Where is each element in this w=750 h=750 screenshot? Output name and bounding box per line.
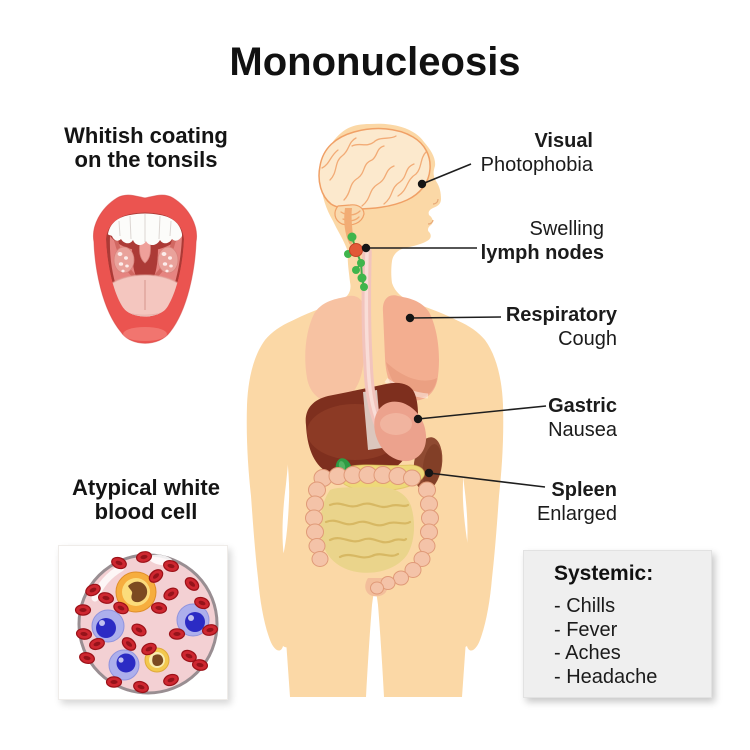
tonsils-caption-line2: on the tonsils <box>74 147 218 172</box>
label-lymph-symptom: Swelling <box>529 218 604 240</box>
stomach-illustration <box>374 401 427 462</box>
page-title: Mononucleosis <box>229 40 521 84</box>
tonsil-left <box>113 246 135 274</box>
label-visual-symptom: Photophobia <box>480 154 593 176</box>
systemic-panel: Systemic: - Chills - Fever - Aches - Hea… <box>523 550 712 698</box>
right-arm <box>420 310 504 651</box>
left-lung <box>305 295 365 402</box>
wbc-blue-bottom <box>108 649 140 681</box>
spleen-shadow <box>422 444 442 488</box>
connector-lines <box>361 163 547 488</box>
rbc-centers <box>79 554 214 690</box>
esophagus-highlight <box>364 250 381 427</box>
stomach-highlight <box>380 413 412 435</box>
lymph-nodes-illustration <box>344 232 368 291</box>
blood-cell-caption-line2: blood cell <box>94 499 198 524</box>
wbc-blue-right <box>176 603 210 637</box>
label-gastric-title: Gastric <box>548 395 617 417</box>
label-lymph-nodes: Swelling lymph nodes <box>481 217 604 265</box>
systemic-item-headache: - Headache <box>554 665 658 688</box>
nose-shading <box>432 198 439 205</box>
mouth-illustration <box>92 194 198 344</box>
tonsils-caption: Whitish coating on the tonsils <box>26 124 266 172</box>
plasma-highlight-arc <box>91 564 125 602</box>
blood-cell-illustration <box>74 551 219 695</box>
tonsils-caption-line1: Whitish coating <box>64 123 228 148</box>
uvula <box>139 239 151 264</box>
label-spleen: Spleen Enlarged <box>537 478 617 526</box>
lip-shading <box>427 219 434 225</box>
label-gastric-symptom: Nausea <box>548 419 617 441</box>
esophagus-illustration <box>361 247 384 430</box>
blood-cell-panel <box>58 545 228 700</box>
label-spleen-title: Spleen <box>551 479 617 501</box>
blood-cell-caption-line1: Atypical white <box>72 475 220 500</box>
label-gastric: Gastric Nausea <box>548 394 617 442</box>
lower-lip-gloss <box>123 327 167 341</box>
lungs-illustration <box>305 295 439 402</box>
swollen-lymph-node <box>349 243 363 257</box>
red-blood-cells <box>74 551 219 694</box>
tonsil-right <box>157 246 179 274</box>
blood-cell-caption: Atypical white blood cell <box>26 476 266 524</box>
label-respiratory: Respiratory Cough <box>506 303 617 351</box>
label-spleen-symptom: Enlarged <box>536 503 617 525</box>
wbc-blue-left <box>91 609 125 643</box>
systemic-item-chills: - Chills <box>554 595 616 617</box>
label-visual-title: Visual <box>534 130 593 152</box>
systemic-item-aches: - Aches <box>554 642 621 664</box>
large-intestine <box>305 466 439 595</box>
left-arm <box>246 310 330 651</box>
label-lymph-title: lymph nodes <box>480 242 604 264</box>
intestines-illustration <box>305 466 439 595</box>
label-respiratory-symptom: Cough <box>558 328 617 350</box>
small-intestine <box>320 486 415 573</box>
label-respiratory-title: Respiratory <box>505 304 617 326</box>
systemic-item-fever: - Fever <box>554 618 618 641</box>
systemic-heading: Systemic: <box>554 562 654 585</box>
label-visual: Visual Photophobia <box>481 129 593 177</box>
atypical-cell-large <box>115 571 157 613</box>
